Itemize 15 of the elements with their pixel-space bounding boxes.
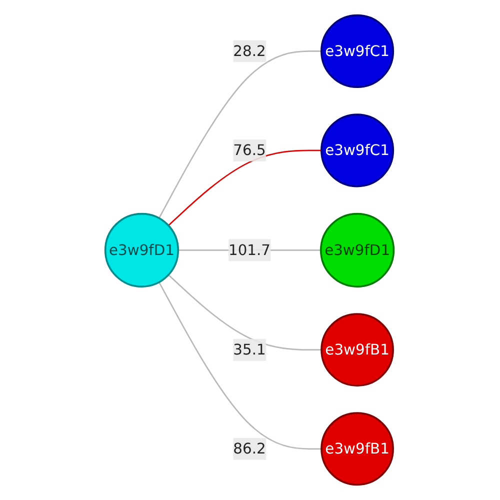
connector xyxy=(168,150,322,226)
connector xyxy=(168,274,322,351)
node-circle: e3w9fB1 xyxy=(321,412,394,486)
node-circle: e3w9fD1 xyxy=(104,212,180,288)
node-circle: e3w9fD1 xyxy=(320,212,396,288)
node-circle: e3w9fC1 xyxy=(321,14,395,88)
edge-label: 28.2 xyxy=(234,42,266,60)
connector xyxy=(158,50,322,218)
edge-label: 76.5 xyxy=(234,141,266,159)
connector xyxy=(158,282,322,450)
node-circle: e3w9fC1 xyxy=(321,114,395,188)
edge-label: 35.1 xyxy=(234,340,266,358)
edge-label: 86.2 xyxy=(234,440,266,458)
edge-label: 101.7 xyxy=(229,241,271,258)
node-circle: e3w9fB1 xyxy=(321,313,394,387)
